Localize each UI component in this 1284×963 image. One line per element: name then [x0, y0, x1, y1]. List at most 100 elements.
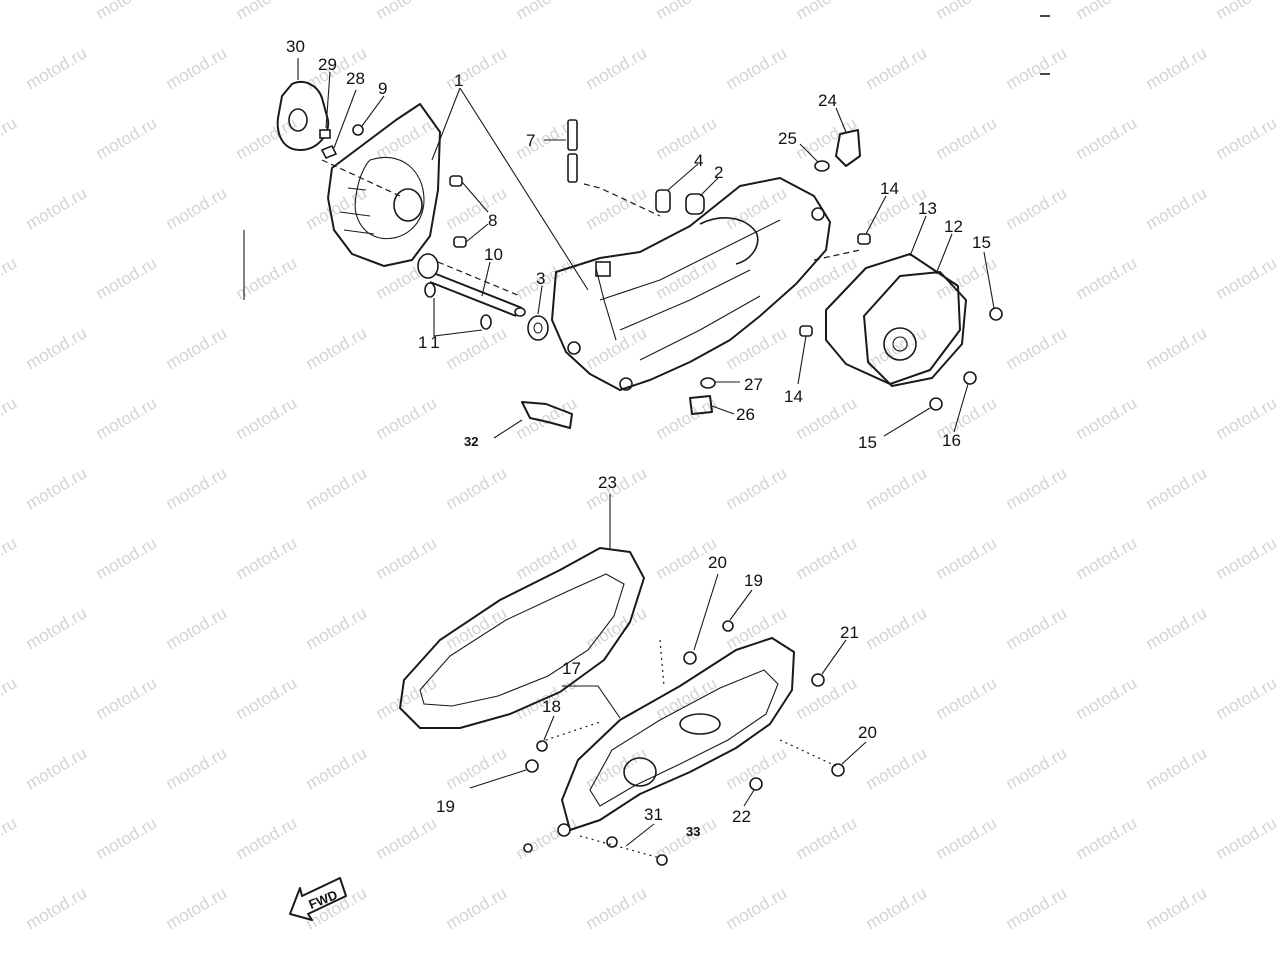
watermark-text: motod.ru	[1143, 883, 1211, 933]
label-21: 21	[840, 623, 859, 642]
watermark-text: motod.ru	[1003, 463, 1071, 513]
watermark-text: motod.ru	[443, 603, 511, 653]
part-33-bolt-c	[523, 843, 533, 853]
leader-20b	[841, 741, 867, 765]
leader-22	[743, 789, 755, 807]
leader-19b	[469, 769, 527, 789]
watermark-text: motod.ru	[933, 813, 1001, 863]
watermark-text: motod.ru	[443, 43, 511, 93]
label-19a: 19	[744, 571, 763, 590]
label-10: 10	[484, 245, 503, 264]
part-left-cover-ribs	[339, 187, 375, 235]
leader-9	[361, 95, 385, 127]
watermark-text: motod.ru	[933, 0, 1001, 23]
watermark-text: motod.ru	[0, 673, 20, 723]
watermark-text: motod.ru	[793, 813, 861, 863]
watermark-text: motod.ru	[513, 813, 581, 863]
watermark-text: motod.ru	[1213, 0, 1281, 23]
leader-13	[909, 215, 927, 257]
watermark-text: motod.ru	[23, 743, 91, 793]
watermark-text: motod.ru	[933, 113, 1001, 163]
part-left-cover-detail	[354, 156, 425, 240]
leader-1a	[431, 87, 461, 161]
watermark-text: motod.ru	[93, 813, 161, 863]
watermark-text: motod.ru	[583, 323, 651, 373]
watermark-text: motod.ru	[373, 813, 441, 863]
leader-11	[433, 298, 483, 337]
watermark-text: motod.ru	[303, 463, 371, 513]
label-19b: 19	[436, 797, 455, 816]
watermark-text: motod.ru	[23, 183, 91, 233]
watermark-text: motod.ru	[233, 253, 301, 303]
part-2-bush	[685, 193, 705, 215]
label-13: 13	[918, 199, 937, 218]
label-20a: 20	[708, 553, 727, 572]
part-16-bolt	[963, 371, 977, 385]
watermark-text: motod.ru	[233, 533, 301, 583]
watermark-text: motod.ru	[1003, 603, 1071, 653]
part-12-cover-center-inner	[892, 336, 908, 352]
part-11-oring-right	[480, 314, 492, 330]
label-31: 31	[644, 805, 663, 824]
parts-drawing	[276, 80, 1003, 866]
part-22-bolt	[749, 777, 763, 791]
watermark-text: motod.ru	[1073, 813, 1141, 863]
watermark-text: motod.ru	[163, 43, 231, 93]
watermark-text: motod.ru	[163, 183, 231, 233]
part-1-mount-a	[567, 341, 581, 355]
part-12-cover-center	[883, 327, 917, 361]
watermark-text: motod.ru	[0, 393, 20, 443]
label-12: 12	[944, 217, 963, 236]
watermark-text: motod.ru	[583, 603, 651, 653]
watermark-text: motod.ru	[1143, 323, 1211, 373]
watermark-text: motod.ru	[1213, 673, 1281, 723]
leader-8a	[461, 181, 489, 213]
label-18: 18	[542, 697, 561, 716]
watermark-text: motod.ru	[863, 463, 931, 513]
watermark-text: motod.ru	[163, 603, 231, 653]
part-12-right-cover	[863, 271, 967, 387]
leader-24	[835, 107, 847, 133]
leader-29	[325, 71, 331, 129]
part-19-dowel-lower	[525, 759, 539, 773]
watermark-text: motod.ru	[583, 183, 651, 233]
label-4: 4	[694, 151, 703, 170]
watermark-text: motod.ru	[93, 533, 161, 583]
part-23-gasket	[399, 547, 645, 729]
watermark-text: motod.ru	[793, 673, 861, 723]
label-24: 24	[818, 91, 837, 110]
align-lower-left	[539, 721, 601, 743]
watermark-text: motod.ru	[1213, 253, 1281, 303]
watermark-text: motod.ru	[0, 0, 20, 23]
watermark-text: motod.ru	[1003, 743, 1071, 793]
watermark-text: motod.ru	[373, 393, 441, 443]
watermark-text: motod.ru	[1073, 673, 1141, 723]
label-27: 27	[744, 375, 763, 394]
label-11: 11	[418, 333, 444, 352]
leader-32	[493, 419, 523, 439]
watermark-text: motod.ru	[233, 813, 301, 863]
watermark-text: motod.ru	[373, 533, 441, 583]
watermark-text: motod.ru	[723, 463, 791, 513]
fwd-arrow-shape	[289, 877, 347, 921]
part-31-bolt	[557, 823, 571, 837]
label-23: 23	[598, 473, 617, 492]
label-30: 30	[286, 37, 305, 56]
part-20-bolt-lower	[831, 763, 845, 777]
label-26: 26	[736, 405, 755, 424]
part-cover-pulley-boss	[623, 757, 657, 787]
part-30-hole	[288, 108, 308, 132]
watermark-text: motod.ru	[933, 253, 1001, 303]
part-19-dowel-upper	[722, 620, 734, 632]
watermark-text: motod.ru	[163, 323, 231, 373]
watermark-text: motod.ru	[23, 323, 91, 373]
watermark-text: motod.ru	[163, 463, 231, 513]
align-shaft	[437, 261, 521, 297]
part-33-bolt-b	[656, 854, 668, 866]
label-28: 28	[346, 69, 365, 88]
watermark-text: motod.ru	[1143, 183, 1211, 233]
watermark-text: motod.ru	[793, 533, 861, 583]
watermark-text: motod.ru	[723, 323, 791, 373]
watermark-text: motod.ru	[0, 533, 20, 583]
part-24-plug	[835, 129, 861, 167]
